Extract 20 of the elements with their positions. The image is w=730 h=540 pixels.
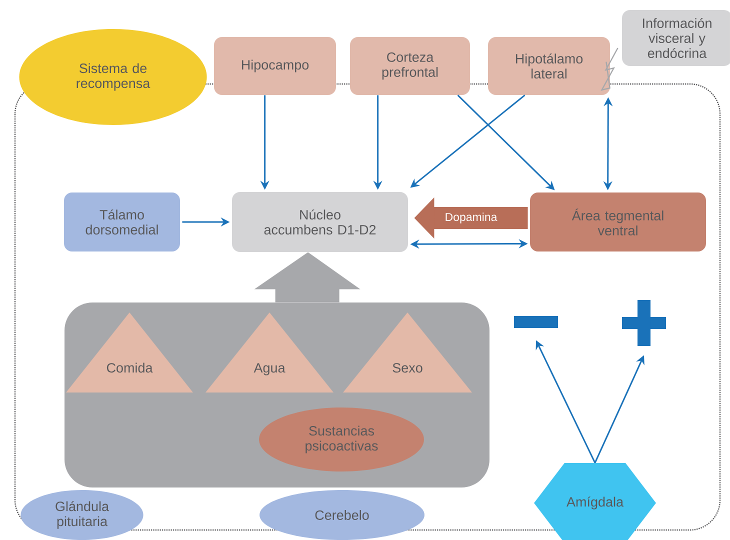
- edge-label: Dopamina: [444, 212, 498, 224]
- triangle-node: Sexo: [343, 312, 472, 392]
- ellipse-node: Sistema de recompensa: [19, 29, 207, 125]
- ellipse-node: Glándula pituitaria: [20, 490, 144, 540]
- process-box: Hipotálamo lateral: [488, 37, 610, 95]
- lightning-bolt: [600, 48, 618, 91]
- process-box: Núcleo accumbens D1-D2: [232, 192, 408, 252]
- minus-sign: [514, 316, 558, 328]
- ellipse-node: Sustancias psicoactivas: [259, 408, 424, 472]
- ellipse-node: Cerebelo: [260, 490, 424, 540]
- process-box: Hipocampo: [214, 37, 336, 95]
- process-box: Área tegmental ventral: [530, 192, 706, 252]
- process-box: Corteza prefrontal: [350, 37, 470, 95]
- triangle-node: Comida: [66, 312, 193, 392]
- hexagon-node: Amígdala: [534, 463, 656, 540]
- process-box: Tálamo dorsomedial: [64, 192, 180, 252]
- triangle-node: Agua: [206, 312, 334, 392]
- info-box: Información visceral y endócrina: [622, 10, 730, 66]
- block-arrow: [254, 252, 360, 302]
- plus-sign: [622, 300, 666, 346]
